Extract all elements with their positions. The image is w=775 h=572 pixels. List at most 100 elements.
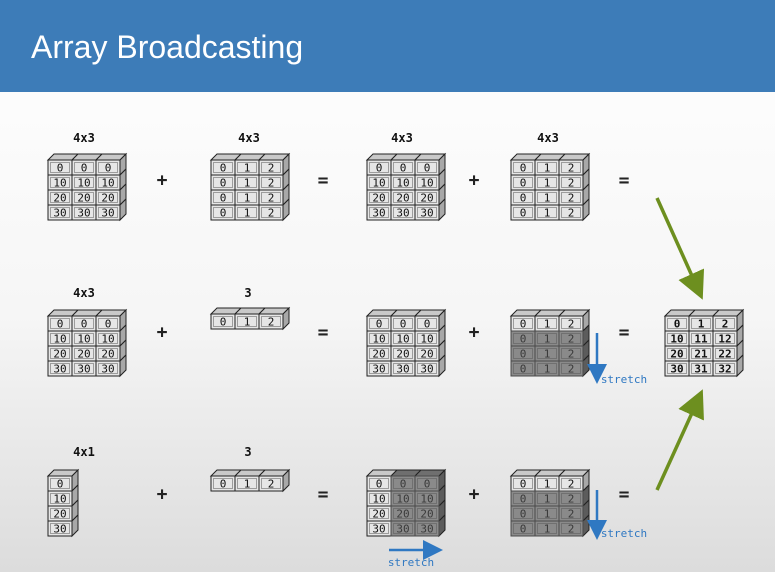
array-cell-inset — [537, 348, 557, 359]
array-cell-inset — [213, 316, 233, 327]
cell-value: 2 — [568, 363, 575, 376]
array-cell-inset — [417, 333, 437, 344]
cell-value: 0 — [520, 162, 527, 175]
cell-value: 2 — [568, 192, 575, 205]
cell-value: 0 — [105, 318, 112, 331]
array-cell-inset — [50, 523, 70, 534]
array-cell-inset — [261, 192, 281, 203]
array-cell-inset — [261, 316, 281, 327]
cell-value: 10 — [101, 177, 114, 190]
plus-operator: + — [157, 170, 168, 191]
array-cell-inset — [513, 493, 533, 504]
array-cell-inset — [513, 508, 533, 519]
cell-value: 1 — [544, 508, 551, 521]
array-cell-inset — [417, 192, 437, 203]
array-cell-inset — [261, 177, 281, 188]
array-cell-inset — [50, 192, 70, 203]
array-cell-inset — [369, 363, 389, 374]
array-cell-inset — [537, 333, 557, 344]
cell-value: 12 — [718, 333, 731, 346]
array-cell-inset — [98, 177, 118, 188]
array-cell-inset — [237, 316, 257, 327]
cell-value: 0 — [674, 318, 681, 331]
cell-value: 20 — [101, 192, 114, 205]
array-cell-inset — [369, 333, 389, 344]
cell-value: 30 — [420, 363, 433, 376]
array-cell-inset — [98, 333, 118, 344]
array-cell — [414, 360, 440, 377]
equals-operator: = — [619, 170, 630, 191]
cell-value: 0 — [57, 478, 64, 491]
cell-value: 1 — [244, 316, 251, 329]
array-cell-inset — [715, 348, 735, 359]
array-cell-inset — [50, 318, 70, 329]
cell-value: 10 — [53, 493, 66, 506]
cell-value: 0 — [220, 316, 227, 329]
cell-value: 1 — [544, 207, 551, 220]
array-cell-inset — [393, 493, 413, 504]
array-cell-inset — [98, 348, 118, 359]
array-cell-inset — [213, 207, 233, 218]
cell-value: 2 — [268, 207, 275, 220]
array-cell — [95, 204, 121, 221]
array-cell-inset — [393, 318, 413, 329]
array-cell-inset — [537, 363, 557, 374]
array-cell-inset — [417, 177, 437, 188]
array-cell-inset — [50, 162, 70, 173]
array-cell-inset — [369, 478, 389, 489]
array-cell-inset — [537, 508, 557, 519]
array-cell-inset — [561, 162, 581, 173]
cell-value: 0 — [400, 162, 407, 175]
cell-value: 1 — [544, 523, 551, 536]
array-cell-inset — [513, 478, 533, 489]
array-cell-inset — [261, 478, 281, 489]
array-cell-inset — [513, 162, 533, 173]
cell-value: 0 — [220, 177, 227, 190]
plus-operator: + — [469, 322, 480, 343]
array-cell-inset — [393, 207, 413, 218]
cell-value: 2 — [568, 523, 575, 536]
array-cell-inset — [691, 348, 711, 359]
cell-value: 10 — [372, 493, 385, 506]
cell-value: 1 — [244, 478, 251, 491]
cell-value: 0 — [520, 348, 527, 361]
array-cell-inset — [213, 192, 233, 203]
cell-value: 2 — [268, 177, 275, 190]
cell-value: 1 — [244, 177, 251, 190]
cell-value: 0 — [520, 177, 527, 190]
cell-value: 2 — [722, 318, 729, 331]
array-cell-inset — [561, 478, 581, 489]
array-cell-inset — [50, 348, 70, 359]
cell-value: 10 — [372, 177, 385, 190]
array-cell-inset — [237, 207, 257, 218]
cell-value: 10 — [420, 177, 433, 190]
array-cell-inset — [691, 363, 711, 374]
cell-value: 2 — [268, 192, 275, 205]
cell-value: 30 — [396, 207, 409, 220]
cell-value: 10 — [396, 177, 409, 190]
cell-value: 30 — [53, 363, 66, 376]
cell-value: 0 — [424, 318, 431, 331]
cell-value: 0 — [105, 162, 112, 175]
cell-value: 0 — [220, 162, 227, 175]
array-cell-inset — [561, 508, 581, 519]
cell-value: 30 — [670, 363, 683, 376]
array-cell-inset — [417, 363, 437, 374]
cell-value: 0 — [424, 478, 431, 491]
array-cell-inset — [98, 192, 118, 203]
array-cell-inset — [74, 177, 94, 188]
cell-value: 30 — [53, 523, 66, 536]
cell-value: 1 — [544, 493, 551, 506]
cell-value: 30 — [396, 363, 409, 376]
cell-value: 21 — [694, 348, 708, 361]
cell-value: 20 — [420, 348, 433, 361]
array-cell-inset — [393, 348, 413, 359]
cell-value: 10 — [670, 333, 683, 346]
